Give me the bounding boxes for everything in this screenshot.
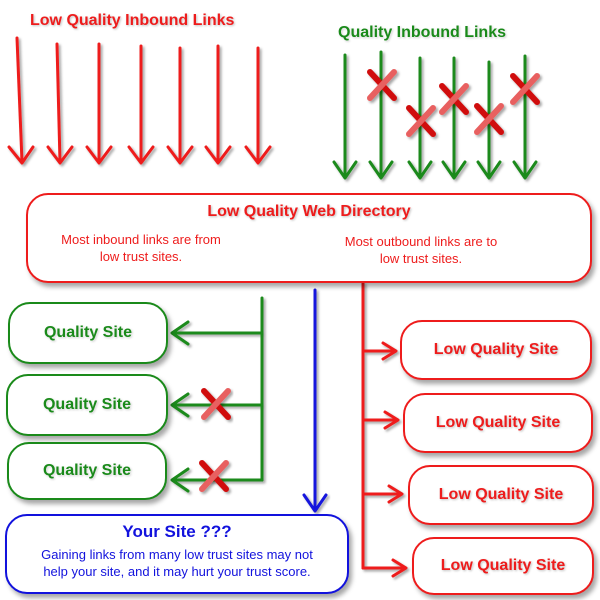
low-quality-site-box: Low Quality Site bbox=[412, 537, 594, 595]
inbound-note: Most inbound links are from low trust si… bbox=[36, 231, 246, 265]
red-inbound-arrow bbox=[244, 46, 272, 165]
x-mark-icon bbox=[367, 69, 397, 101]
arrow-to-low-quality-site-2 bbox=[361, 410, 400, 430]
quality-site-label: Quality Site bbox=[42, 396, 132, 413]
x-mark-icon bbox=[406, 105, 436, 137]
your-site-box: Your Site ??? Gaining links from many lo… bbox=[5, 514, 349, 594]
low-quality-site-label: Low Quality Site bbox=[438, 486, 564, 503]
your-site-title: Your Site ??? bbox=[122, 522, 232, 541]
quality-site-box: Quality Site bbox=[6, 374, 168, 436]
outbound-note-line1: Most outbound links are to bbox=[344, 234, 498, 249]
your-site-line2: help your site, and it may hurt your tru… bbox=[43, 564, 311, 579]
red-inbound-arrow bbox=[127, 44, 155, 165]
arrow-to-low-quality-site-1 bbox=[361, 341, 398, 361]
arrow-to-low-quality-site-3 bbox=[361, 484, 404, 504]
low-quality-site-label: Low Quality Site bbox=[433, 341, 559, 358]
low-quality-inbound-arrows bbox=[7, 36, 272, 165]
quality-inbound-heading: Quality Inbound Links bbox=[338, 24, 506, 41]
low-quality-site-box: Low Quality Site bbox=[403, 393, 593, 453]
outbound-note-line2: low trust sites. bbox=[379, 251, 463, 266]
your-site-description: Gaining links from many low trust sites … bbox=[7, 546, 347, 580]
arrow-to-quality-site-1 bbox=[170, 320, 264, 346]
inbound-note-line1: Most inbound links are from bbox=[61, 232, 221, 247]
low-quality-site-label: Low Quality Site bbox=[440, 557, 566, 574]
quality-site-box: Quality Site bbox=[7, 442, 167, 500]
red-inbound-arrow bbox=[204, 44, 232, 165]
low-quality-site-box: Low Quality Site bbox=[408, 465, 594, 525]
quality-inbound-arrows bbox=[332, 50, 538, 180]
outbound-note: Most outbound links are to low trust sit… bbox=[321, 233, 521, 267]
green-inbound-arrow bbox=[332, 53, 358, 180]
low-quality-inbound-heading: Low Quality Inbound Links bbox=[30, 12, 235, 29]
low-quality-site-connector bbox=[361, 281, 408, 578]
green-inbound-arrow bbox=[512, 54, 538, 180]
red-inbound-arrow bbox=[7, 36, 35, 165]
blocked-link-marks bbox=[367, 69, 540, 137]
arrow-to-your-site bbox=[302, 288, 328, 513]
your-site-line1: Gaining links from many low trust sites … bbox=[41, 547, 313, 562]
x-mark-icon bbox=[439, 83, 469, 115]
red-inbound-arrow bbox=[166, 46, 194, 165]
web-directory-box: Low Quality Web Directory Most inbound l… bbox=[26, 193, 592, 283]
web-directory-title: Low Quality Web Directory bbox=[207, 203, 411, 220]
green-inbound-arrow bbox=[368, 50, 394, 180]
x-mark-icon bbox=[474, 103, 504, 135]
inbound-note-line2: low trust sites. bbox=[99, 249, 183, 264]
arrow-to-low-quality-site-4 bbox=[361, 558, 408, 578]
quality-site-connector bbox=[170, 296, 264, 493]
x-mark-icon bbox=[199, 460, 229, 492]
low-quality-site-label: Low Quality Site bbox=[435, 414, 561, 431]
green-inbound-arrow bbox=[441, 56, 467, 180]
red-inbound-arrow bbox=[46, 42, 74, 165]
low-quality-site-box: Low Quality Site bbox=[400, 320, 592, 380]
quality-site-box: Quality Site bbox=[8, 302, 168, 364]
quality-site-label: Quality Site bbox=[42, 462, 132, 479]
red-inbound-arrow bbox=[85, 42, 113, 165]
x-mark-icon bbox=[510, 73, 540, 105]
quality-site-label: Quality Site bbox=[43, 324, 133, 341]
x-mark-icon bbox=[201, 388, 231, 420]
blocked-outbound-marks bbox=[199, 388, 231, 492]
